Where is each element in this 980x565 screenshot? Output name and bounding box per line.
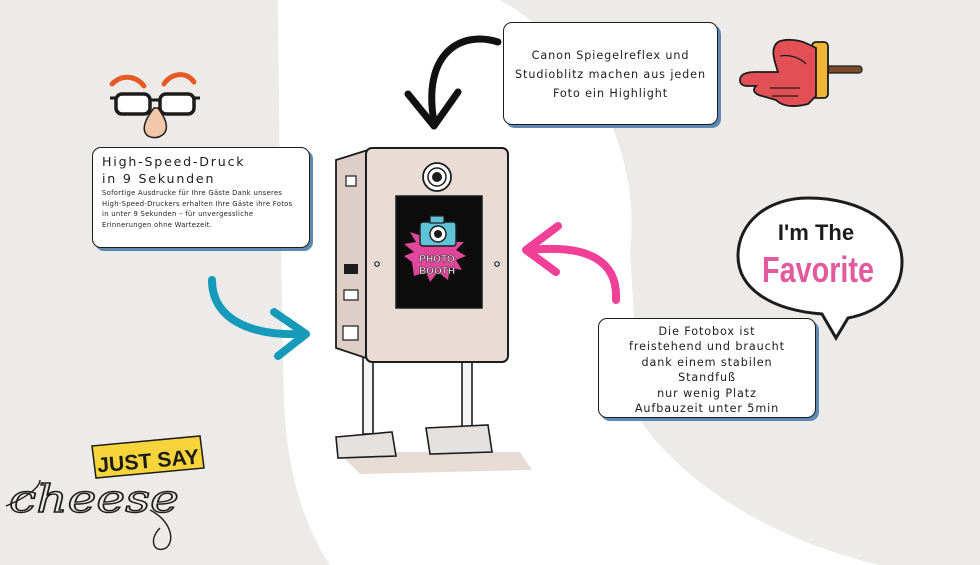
- teal-arrow: [208, 276, 306, 339]
- black-arrow: [428, 35, 502, 126]
- floor-shadow: [338, 452, 532, 474]
- logo-booth: BOOTH: [419, 266, 455, 277]
- stand-line: Standfuß: [678, 371, 736, 385]
- bubble-shape: [736, 196, 904, 341]
- feature-card-stand: Die Fotobox ist freistehend und braucht …: [598, 318, 816, 418]
- left-foot: [335, 431, 397, 459]
- feature-card-camera: Canon Spiegelreflex und Studioblitz mach…: [503, 22, 718, 125]
- camera-icon: [419, 215, 457, 247]
- bubble-line1: I'm The: [778, 220, 854, 245]
- stand-line: Aufbauzeit unter 5min: [634, 402, 780, 416]
- side-slot: [344, 264, 358, 274]
- pink-arrow: [526, 244, 621, 304]
- logo-photo: PHOTO: [419, 254, 455, 265]
- printer-slot: [342, 325, 359, 341]
- stand-line: Die Fotobox ist: [658, 325, 756, 338]
- printing-body: Sofortige Ausdrucke für Ihre Gäste Dank …: [102, 189, 293, 229]
- feature-card-printing: High-Speed-Druck in 9 Sekunden Sofortige…: [92, 147, 310, 248]
- stand-line: dank einem stabilen: [641, 355, 773, 369]
- stand-line: freistehend und braucht: [629, 340, 785, 354]
- sticker-yellow-bg: [91, 435, 205, 479]
- right-foot: [425, 424, 493, 455]
- bubble-line2: Favorite: [762, 249, 874, 290]
- printing-heading-line1: High-Speed-Druck: [102, 154, 246, 169]
- feature-card-camera-text: Canon Spiegelreflex und Studioblitz mach…: [515, 49, 706, 100]
- printing-heading-line2: in 9 Sekunden: [102, 171, 216, 186]
- stand-line: nur wenig Platz: [657, 386, 757, 400]
- cheese-script: cheese: [9, 477, 179, 521]
